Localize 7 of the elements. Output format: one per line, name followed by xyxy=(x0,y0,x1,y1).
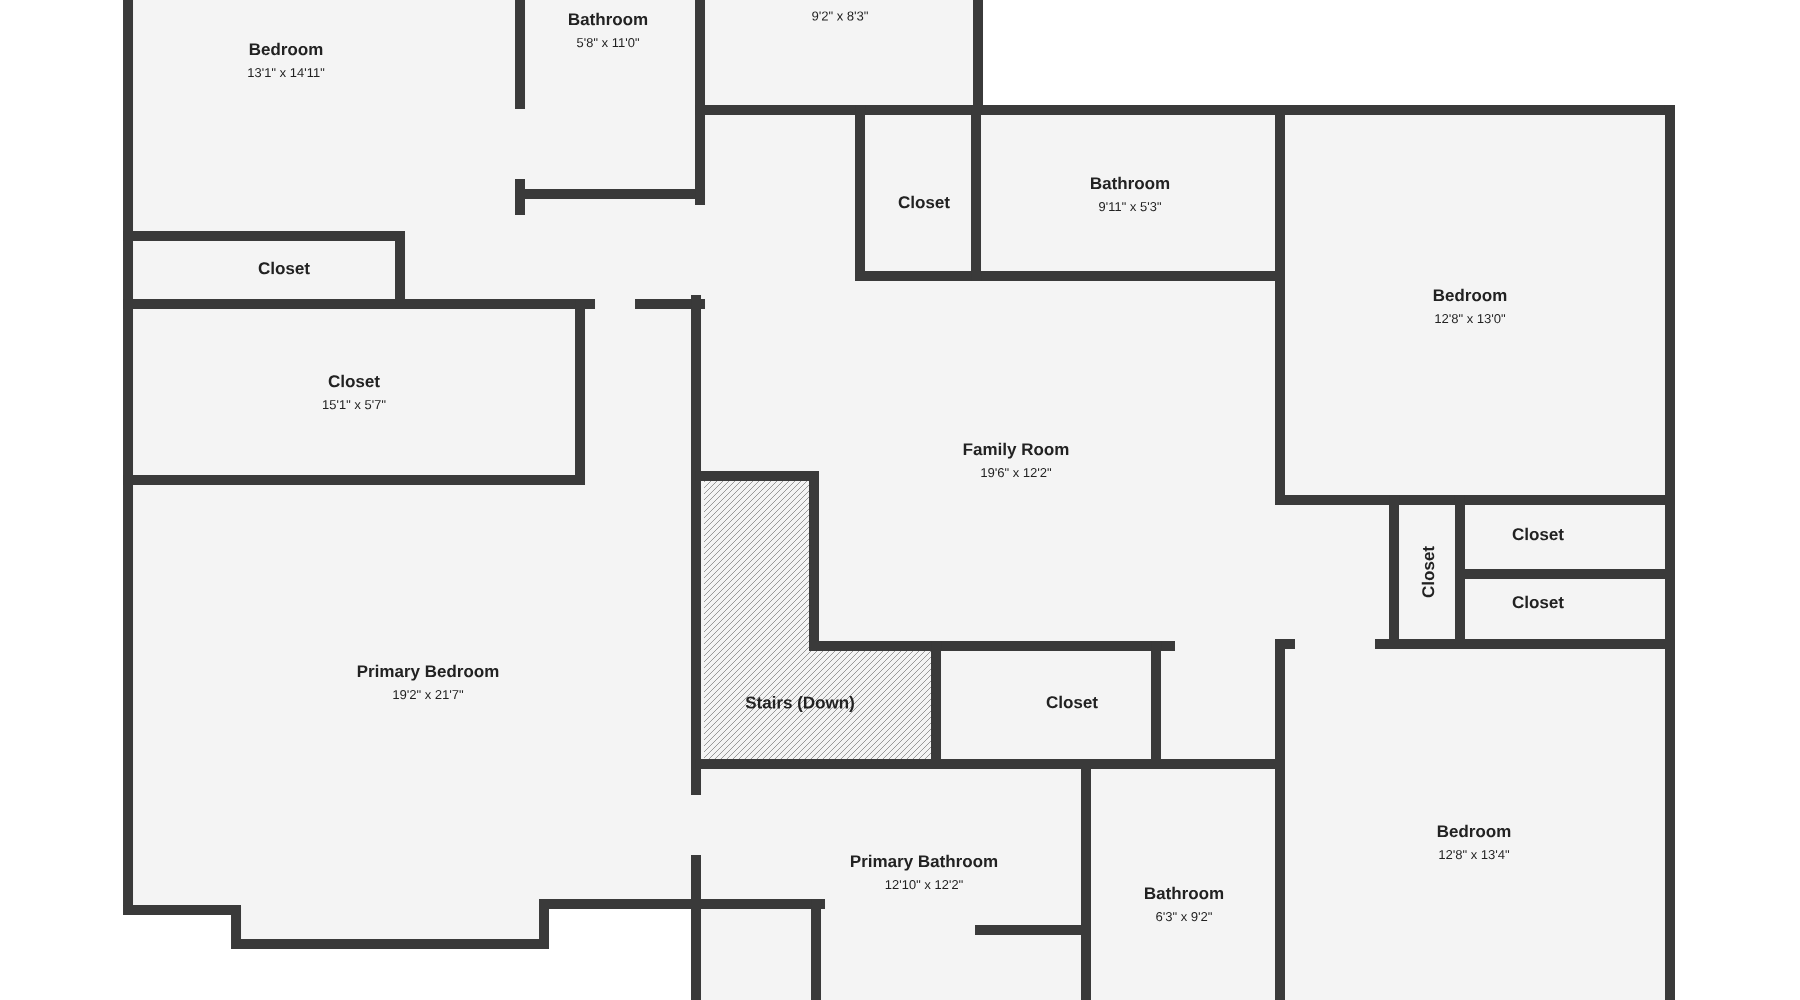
room-label: Stairs (Down) xyxy=(745,696,854,712)
room-label: Closet xyxy=(1512,527,1564,541)
room-label: Closet xyxy=(1046,695,1098,709)
room-label: Closet xyxy=(898,195,950,209)
room-label: Closet xyxy=(258,261,310,275)
room-label: Closet xyxy=(1512,595,1564,609)
room-label: Closet xyxy=(1421,546,1435,598)
